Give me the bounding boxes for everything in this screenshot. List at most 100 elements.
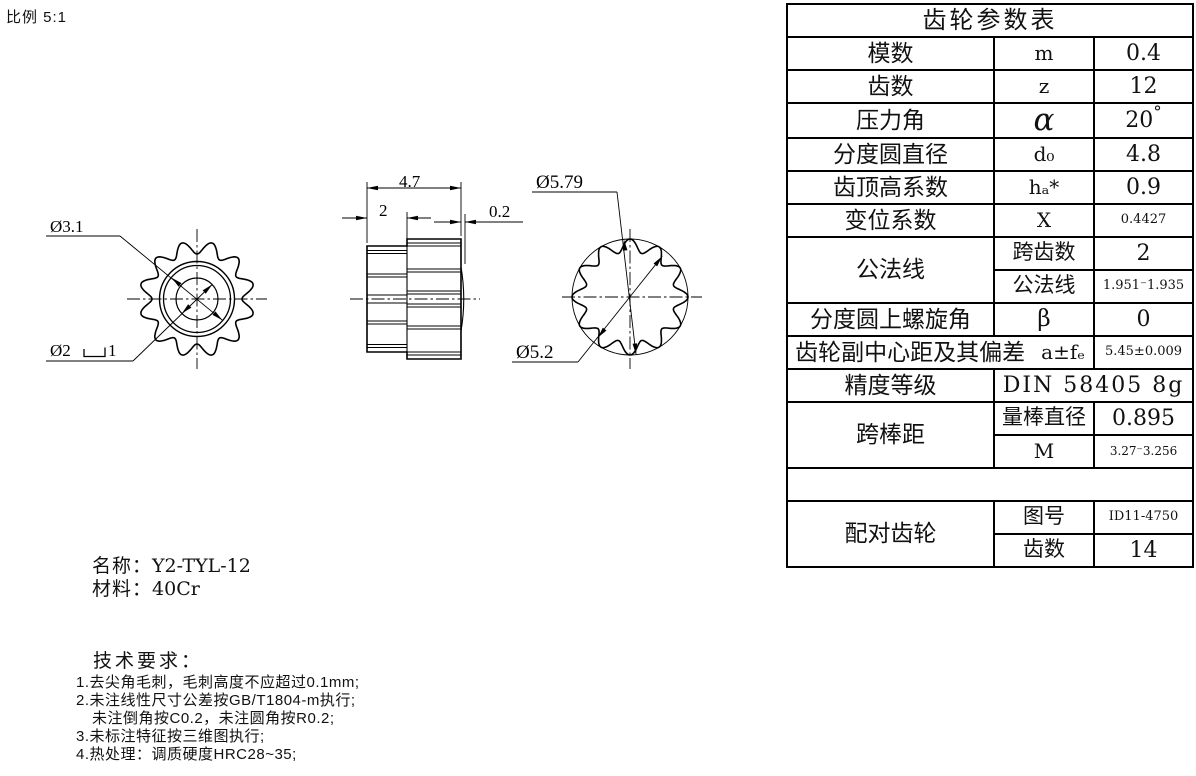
param-symbol: M (993, 433, 1095, 469)
hub-ring-inner-circle (162, 264, 232, 334)
param-label-merged: 齿轮副中心距及其偏差 a±fₑ (786, 334, 1095, 370)
ring-dim-leader (119, 235, 223, 321)
param-value: 4.8 (1092, 136, 1195, 172)
end-view: Ø5.79 Ø5.2 (512, 172, 702, 369)
param-value: 0.9 (1092, 169, 1195, 205)
param-symbol: hₐ* (993, 169, 1095, 205)
param-value: 0 (1092, 301, 1195, 337)
param-symbol: m (993, 36, 1095, 71)
dimension-arrowhead (597, 327, 607, 338)
param-value: ID11-4750 (1092, 499, 1195, 535)
tech-requirement-item: 2.未注线性尺寸公差按GB/T1804-m执行; (76, 692, 356, 709)
total-width-label: 4.7 (399, 172, 421, 191)
dimension-arrowhead (356, 215, 367, 221)
row-helix-angle: 分度圆上螺旋角 β 0 (786, 301, 1195, 337)
param-label: 齿数 (786, 69, 995, 104)
scale-note: 比例 5:1 (6, 9, 68, 26)
counterbore-depth-label: 1 (108, 341, 117, 360)
row-empty (785, 466, 1195, 502)
tech-requirement-item: 未注倒角按C0.2，未注圆角按R0.2; (92, 710, 335, 727)
row-pitch-diameter: 分度圆直径 d₀ 4.8 (786, 136, 1195, 172)
dimension-arrowhead (171, 277, 182, 287)
param-value: 1.951⁻1.935 (1092, 268, 1195, 304)
gear-parameter-table: 齿轮参数表 模数 m 0.4 齿数 z 12 压力角 α 20° 分度圆直径 d… (785, 3, 1195, 568)
dimension-arrowhead (450, 219, 461, 225)
front-gear-outline (140, 242, 254, 356)
row-teeth: 齿数 z 12 (786, 69, 1195, 104)
dimension-arrowhead (465, 219, 476, 225)
part-name-label: 名称： (92, 556, 153, 577)
param-sublabel: 跨齿数 (993, 235, 1095, 271)
row-module: 模数 m 0.4 (786, 36, 1195, 71)
dimension-arrowhead (212, 311, 223, 321)
param-value: 0.4 (1092, 36, 1195, 71)
row-common-normal-1: 公法线 跨齿数 2 (786, 235, 1195, 304)
param-label: 齿顶高系数 (786, 169, 995, 205)
param-value: 14 (1092, 532, 1195, 568)
param-value: 0.895 (1092, 400, 1195, 436)
part-material-label: 材料： (92, 579, 153, 600)
part-info-block: 名称：Y2-TYL-12 材料：40Cr (92, 555, 251, 601)
param-symbol: a±fₑ (1041, 339, 1085, 364)
dimension-arrowhead (202, 284, 213, 294)
row-addendum-coef: 齿顶高系数 hₐ* 0.9 (786, 169, 1195, 205)
row-center-distance: 齿轮副中心距及其偏差 a±fₑ 5.45±0.009 (786, 334, 1195, 370)
tech-requirement-item: 4.热处理：调质硬度HRC28~35; (76, 746, 297, 763)
param-value: DIN 58405 8g (992, 367, 1195, 403)
param-value: 12 (1092, 69, 1195, 104)
param-label: 精度等级 (786, 367, 995, 403)
empty-spacer-row (785, 466, 1195, 502)
hub-ring-outer-circle (158, 260, 236, 338)
part-name-value: Y2-TYL-12 (152, 555, 251, 577)
pressure-angle-number: 20 (1125, 107, 1154, 133)
param-symbol: X (993, 202, 1095, 238)
root-diameter-label: Ø5.2 (516, 342, 553, 363)
tech-requirement-item: 3.未标注特征按三维图执行; (76, 728, 265, 745)
table-title-row: 齿轮参数表 (785, 3, 1195, 38)
bore-circle (175, 277, 219, 321)
param-label: 分度圆直径 (786, 136, 995, 172)
part-material-value: 40Cr (152, 578, 200, 600)
gear-width-label: 2 (379, 201, 388, 220)
part-name-line: 名称：Y2-TYL-12 (92, 555, 251, 578)
dimension-arrowhead (622, 239, 628, 251)
dimension-arrowhead (450, 185, 461, 191)
tip-diameter-label: Ø5.79 (536, 172, 583, 193)
dimension-arrowhead (367, 185, 378, 191)
technical-requirements-block: 技术要求： 1.去尖角毛刺，毛刺高度不应超过0.1mm; 2.未注线性尺寸公差按… (76, 646, 360, 764)
param-value: 3.27⁻3.256 (1092, 433, 1195, 469)
param-value: 20° (1092, 102, 1195, 139)
param-value: 5.45±0.009 (1092, 334, 1195, 370)
dimension-arrowheads (171, 185, 663, 355)
param-sublabel: 图号 (993, 499, 1095, 535)
row-shift-coef: 变位系数 X 0.4427 (786, 202, 1195, 238)
front-view: Ø3.1 Ø2 1 (46, 217, 267, 369)
param-label: 模数 (786, 36, 995, 71)
row-accuracy: 精度等级 DIN 58405 8g (786, 367, 1195, 403)
part-material-line: 材料：40Cr (92, 578, 251, 601)
row-pressure-angle: 压力角 α 20° (786, 102, 1195, 139)
ring-diameter-label: Ø3.1 (50, 217, 84, 236)
tip-circle (571, 238, 689, 356)
side-teeth-lines (367, 242, 461, 356)
root-dim-line (577, 256, 663, 363)
dimension-arrowhead (407, 215, 418, 221)
row-mating-gear-1: 配对齿轮 图号 ID11-4750 (786, 499, 1195, 568)
dimension-arrowhead (653, 256, 663, 267)
dimension-arrowhead (632, 343, 638, 355)
row-mating-gear-2: 齿数 14 (787, 532, 1195, 568)
tech-requirement-item: 1.去尖角毛刺，毛刺高度不应超过0.1mm; (76, 674, 360, 691)
param-symbol: β (993, 301, 1095, 337)
rim-width-label: 0.2 (489, 202, 510, 221)
row-pin-measure-2: M 3.27⁻3.256 (787, 433, 1195, 469)
row-pin-measure-1: 跨棒距 量棒直径 0.895 (786, 400, 1195, 469)
side-rim-arc (460, 266, 465, 332)
param-sublabel: 齿数 (993, 532, 1095, 568)
param-label: 配对齿轮 (786, 499, 995, 568)
side-outline (366, 238, 462, 360)
side-view: 4.7 2 0.2 (342, 172, 523, 360)
dimension-arrowhead (181, 304, 192, 314)
tech-requirements-title: 技术要求： (93, 651, 204, 672)
param-value: 0.4427 (1092, 202, 1195, 238)
